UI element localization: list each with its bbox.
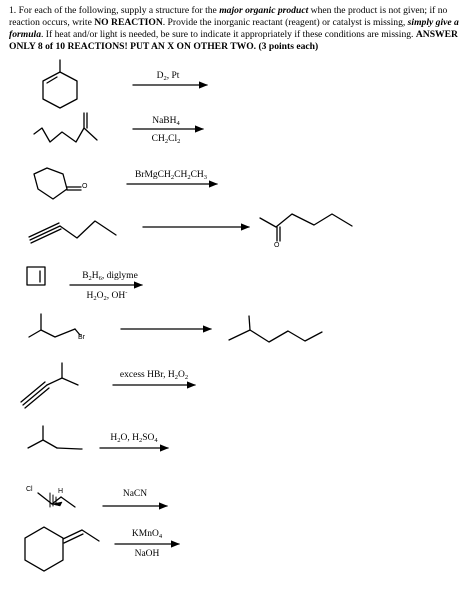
reactant-7-structure xyxy=(20,362,79,409)
reactant-6-structure xyxy=(28,313,81,338)
hydrogen-label-r9: H xyxy=(58,488,64,495)
bromine-label-r6: Br xyxy=(78,334,85,341)
reagent-r1: D2, Pt xyxy=(156,71,180,82)
oxygen-label-r4: O xyxy=(274,242,280,249)
reactant-8-structure xyxy=(27,425,83,450)
reagent-r5-line2: H2O2, OH- xyxy=(86,289,128,302)
reagent-r3: BrMgCH2CH2CH3 xyxy=(134,170,208,181)
product-6-structure xyxy=(228,315,323,343)
chlorine-label-r9: Cl xyxy=(26,486,33,493)
reactant-5-structure xyxy=(26,266,46,286)
reagent-r10-top: KMnO4 xyxy=(131,529,163,540)
reactant-10-structure xyxy=(24,526,100,572)
reagent-r5-line1: B2H6, diglyme xyxy=(82,271,138,282)
reagent-r7: excess HBr, H2O2 xyxy=(119,370,189,381)
reagent-r10-bottom: NaOH xyxy=(134,549,160,559)
reactant-3-structure xyxy=(33,167,82,200)
reactant-4-structure xyxy=(28,220,117,244)
product-4-structure xyxy=(259,213,353,242)
instructions-paragraph: 1. For each of the following, supply a s… xyxy=(9,5,459,53)
reagent-r9: NaCN xyxy=(122,489,148,499)
oxygen-label-r3: O xyxy=(82,183,88,190)
reagent-r8: H2O, H2SO4 xyxy=(110,433,158,444)
reagent-r2: NaBH4 xyxy=(152,116,180,127)
reactant-9-structure xyxy=(37,492,76,508)
reactant-2-structure xyxy=(33,112,98,143)
reactant-1-structure xyxy=(42,59,78,109)
solvent-r2: CH2Cl2 xyxy=(151,134,181,145)
